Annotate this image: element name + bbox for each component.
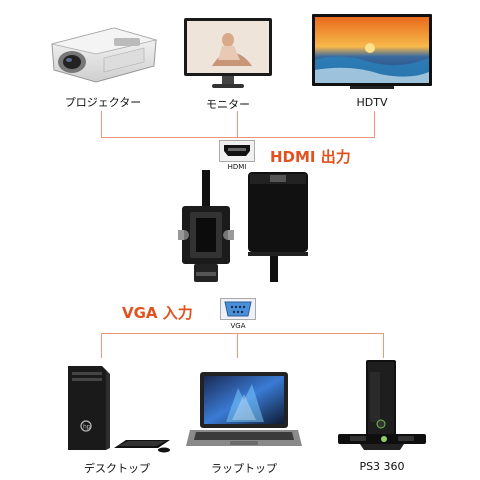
bottom-connector-left-vertical [101,333,102,358]
svg-text:hp: hp [83,424,91,431]
hdmi-port-label: HDMI [227,163,247,171]
top-connector-right-vertical [374,111,375,138]
top-connector-left-vertical [101,111,102,138]
bottom-connector-horizontal [101,333,384,334]
desktop-label: デスクトップ [84,462,150,475]
laptop-image [186,370,302,454]
monitor-label: モニター [206,98,250,111]
hdtv-label: HDTV [356,96,388,109]
top-connector-center-vertical [237,111,238,138]
vga-port-label: VGA [230,322,246,330]
projector-image [44,18,162,88]
monitor-image [182,16,274,92]
console-image [330,358,434,454]
vga-input-title: VGA 入力 [122,304,193,322]
hdtv-image [310,12,434,92]
hdmi-output-title: HDMI 出力 [270,148,351,166]
hdmi-port-icon [219,140,255,162]
vga-to-hdmi-adapter [170,166,320,294]
bottom-connector-center-vertical [237,333,238,358]
top-connector-horizontal [101,137,375,138]
desktop-image: hp [62,364,174,454]
console-label: PS3 360 [359,460,405,473]
vga-port-icon [220,298,256,320]
projector-label: プロジェクター [64,96,142,109]
laptop-label: ラップトップ [211,462,277,475]
bottom-connector-right-vertical [383,333,384,358]
